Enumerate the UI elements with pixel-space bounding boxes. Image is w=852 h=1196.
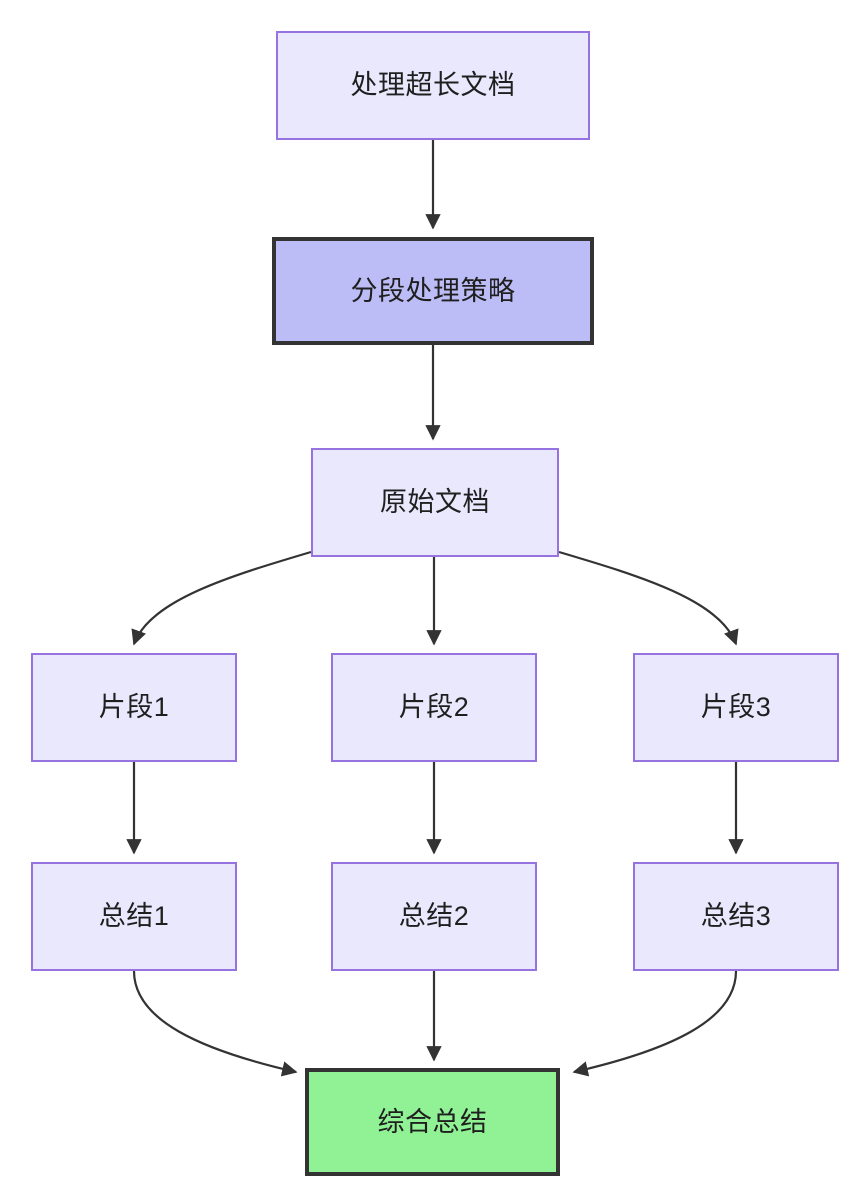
- edge-sum1-to-final: [132, 970, 298, 1077]
- node-label: 总结2: [398, 901, 470, 932]
- node-chunk-1[interactable]: 片段1: [31, 653, 237, 762]
- node-process-long-document[interactable]: 处理超长文档: [276, 31, 590, 140]
- node-label: 分段处理策略: [350, 275, 516, 306]
- node-source-document[interactable]: 原始文档: [311, 448, 559, 557]
- node-label: 综合总结: [377, 1106, 488, 1137]
- node-chunk-2[interactable]: 片段2: [331, 653, 537, 762]
- node-summary-3[interactable]: 总结3: [633, 862, 839, 971]
- node-final-summary[interactable]: 综合总结: [305, 1068, 560, 1176]
- edge-source-to-chunk1: [131, 550, 312, 646]
- node-label: 处理超长文档: [350, 70, 516, 101]
- node-label: 总结1: [98, 901, 170, 932]
- node-label: 片段2: [398, 692, 470, 723]
- node-label: 片段1: [98, 692, 170, 723]
- node-chunking-strategy[interactable]: 分段处理策略: [272, 237, 594, 345]
- node-summary-2[interactable]: 总结2: [331, 862, 537, 971]
- node-label: 片段3: [700, 692, 772, 723]
- edge-source-to-chunk3: [558, 550, 739, 646]
- edge-sum3-to-final: [572, 970, 738, 1077]
- node-label: 原始文档: [380, 487, 490, 518]
- node-chunk-3[interactable]: 片段3: [633, 653, 839, 762]
- node-summary-1[interactable]: 总结1: [31, 862, 237, 971]
- node-label: 总结3: [700, 901, 772, 932]
